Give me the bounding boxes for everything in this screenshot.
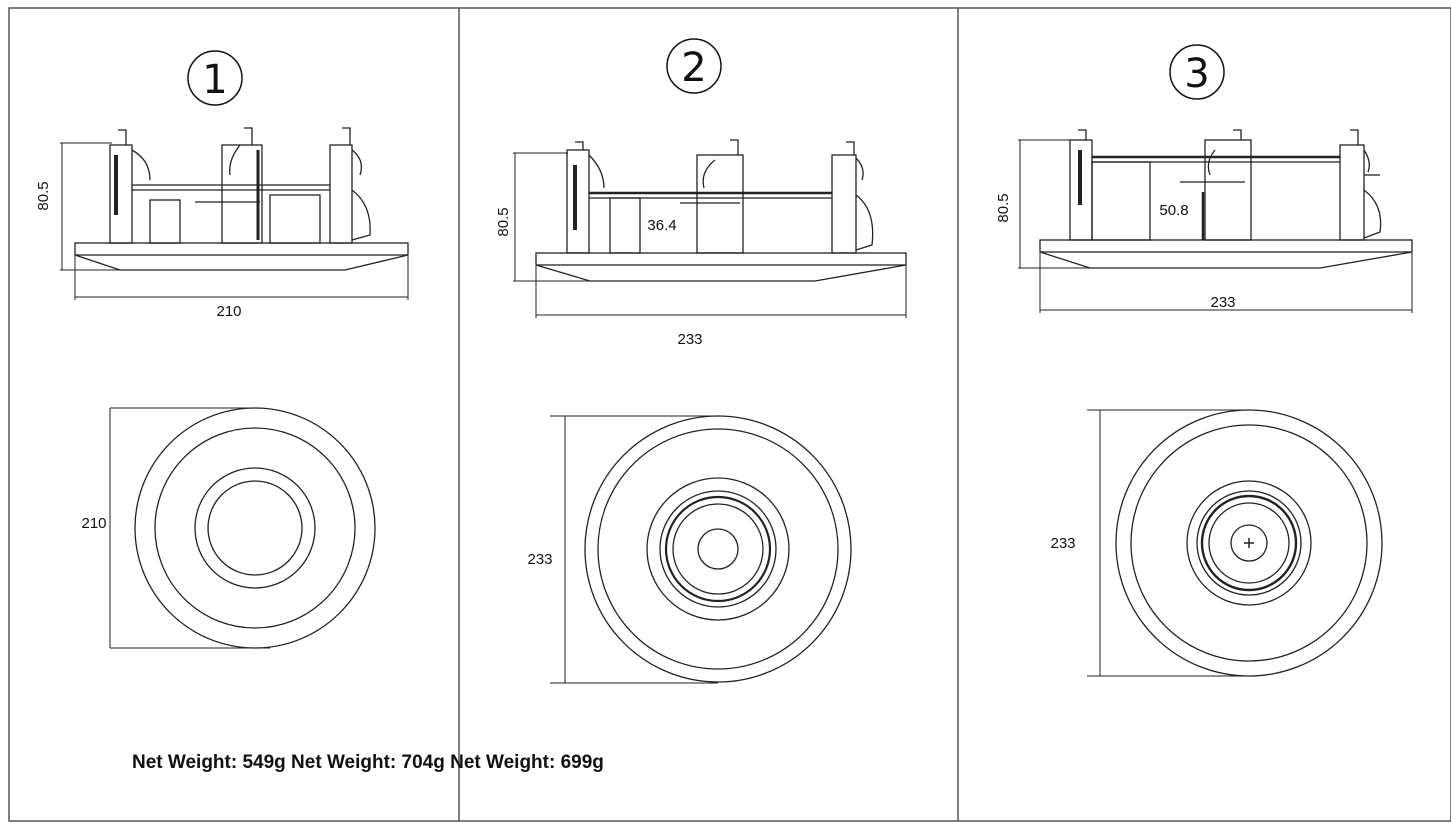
panel-1: 1 80.5 210 [35,50,409,649]
panel-3: 3 80.5 50.8 233 [995,44,1413,677]
panel-3-side-view [1039,129,1413,269]
panel-1-width-label: 210 [216,303,241,320]
panel-2-number-circle [666,38,722,94]
panel-2-number: 2 [681,45,706,91]
panel-2-dimensions [513,152,907,318]
panel-3-dimensions [1018,139,1413,313]
panel-3-number-circle [1169,44,1225,100]
panel-2-height-label: 80.5 [495,207,512,236]
panel-3-width-label: 233 [1210,294,1235,311]
panel-3-diameter-label: 233 [1050,535,1075,552]
panel-1-dimensions [60,142,409,300]
panel-2-inner-label: 36.4 [647,217,676,234]
panel-3-number: 3 [1184,51,1209,97]
panel-1-number: 1 [202,57,227,103]
panel-2-top-view [550,415,852,684]
net-weight-caption: Net Weight: 549g Net Weight: 704g Net We… [132,752,604,773]
panel-2-diameter-label: 233 [527,551,552,568]
panel-3-top-view [1087,409,1383,677]
outer-frame [8,7,1451,822]
panel-2: 2 80.5 36.4 233 [495,38,907,684]
panel-1-side-view [74,127,409,271]
panel-2-width-label: 233 [677,331,702,348]
panel-2-side-view [535,139,907,282]
panel-1-height-label: 80.5 [35,181,52,210]
panel-1-top-view [109,407,376,649]
panel-3-height-label: 80.5 [995,193,1012,222]
panel-1-diameter-label: 210 [81,515,106,532]
panel-3-inner-label: 50.8 [1159,202,1188,219]
panel-1-number-circle [187,50,243,106]
